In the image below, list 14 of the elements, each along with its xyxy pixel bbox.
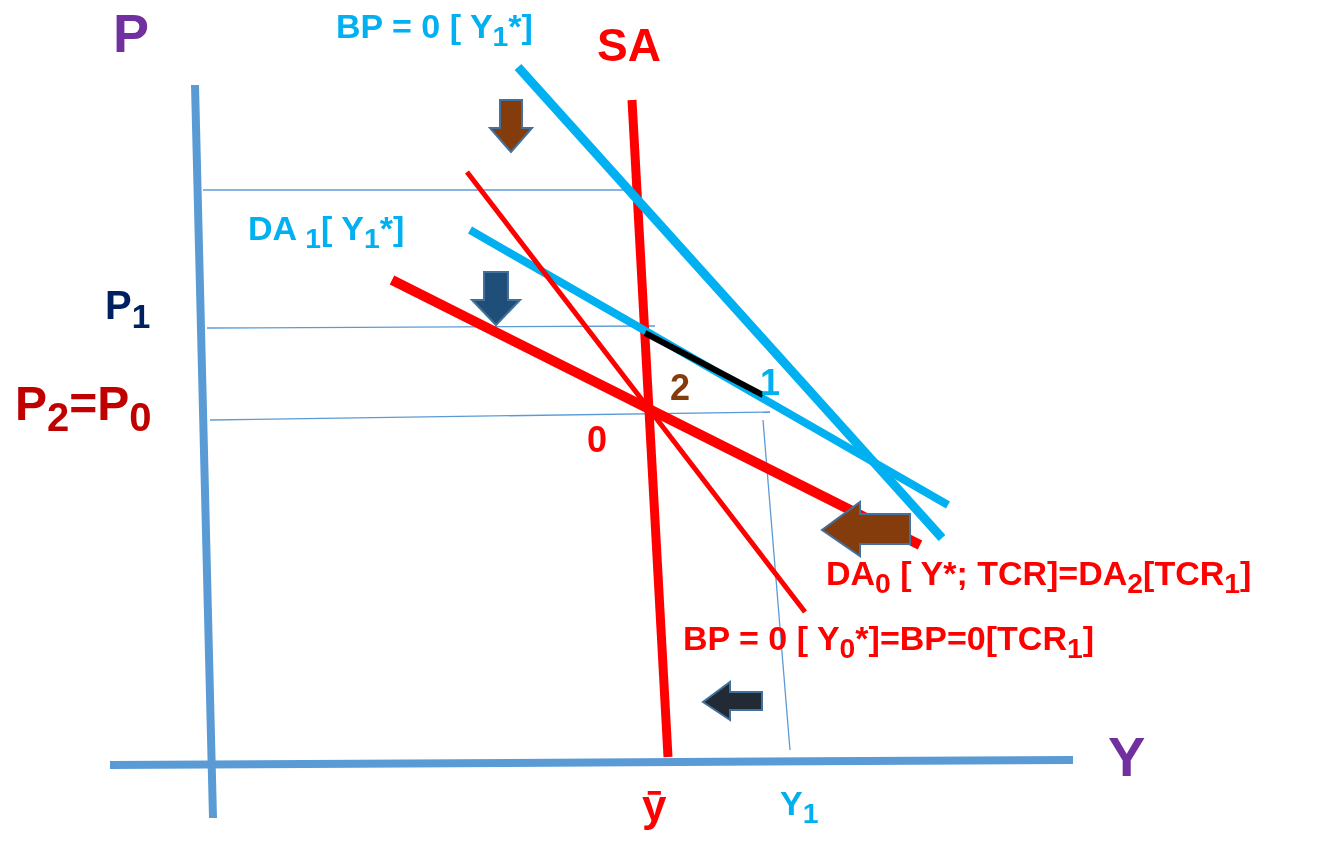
curve-label: DA $_{1}$[ Y$_{1}$*] [248, 210, 405, 254]
point-label: 1 [760, 363, 781, 403]
axis-title: P [113, 4, 150, 64]
axis-title: Y [1108, 726, 1146, 788]
curve-label: BP = 0 [ Y$_{0}$*]=BP=0[TCR$_{1}$] [683, 620, 1095, 664]
axis-tick-label: P$_{1}$ [105, 283, 151, 336]
axis-tick-label: ȳ [642, 782, 667, 831]
axis-tick-label: Y$_{1}$ [780, 785, 819, 829]
point-label: 0 [587, 420, 608, 460]
curve-label: DA$_{0}$ [ Y*; TCR]=DA$_{2}$[TCR$_{1}$] [826, 555, 1252, 599]
curve-label: BP = 0 [ Y$_{1}$*] [336, 8, 533, 52]
curve-label: SA [597, 20, 661, 71]
point-label: 2 [670, 368, 691, 408]
axis-tick-label: P$_{2}$=P$_{0}$ [15, 378, 152, 439]
